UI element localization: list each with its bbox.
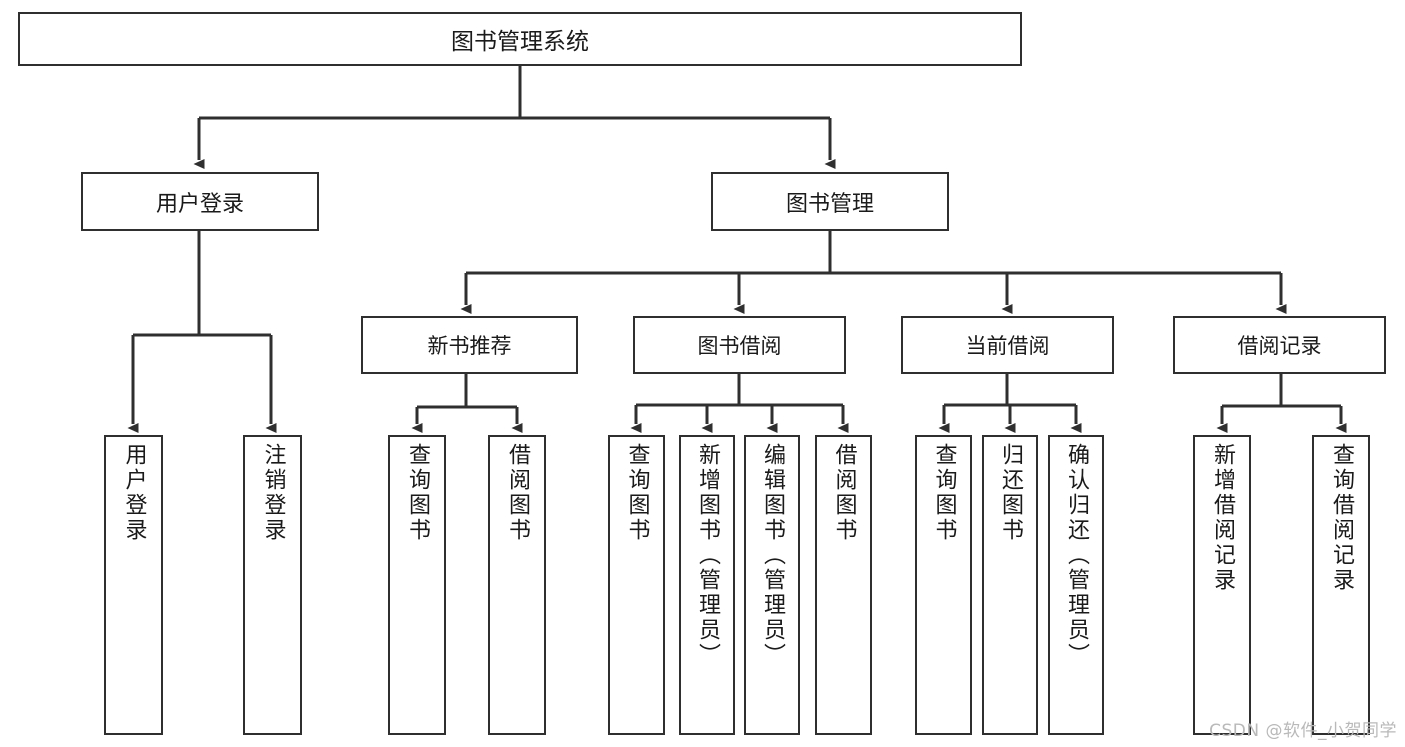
node-book-manage[interactable]: 图书管理: [711, 172, 949, 231]
leaf-user-login-label: 用户登录: [121, 443, 147, 543]
leaf-query-book-2[interactable]: 查询图书: [608, 435, 665, 735]
node-current-borrow[interactable]: 当前借阅: [901, 316, 1114, 374]
leaf-add-book-label: 新增图书（管理员）: [695, 443, 720, 668]
leaf-user-login[interactable]: 用户登录: [104, 435, 163, 735]
leaf-add-record-label: 新增借阅记录: [1210, 443, 1235, 593]
leaf-query-record-label: 查询借阅记录: [1329, 443, 1354, 593]
leaf-edit-book-label: 编辑图书（管理员）: [760, 443, 785, 668]
node-borrow-record[interactable]: 借阅记录: [1173, 316, 1386, 374]
leaf-edit-book[interactable]: 编辑图书（管理员）: [744, 435, 800, 735]
node-new-book-recommend[interactable]: 新书推荐: [361, 316, 578, 374]
leaf-query-book-2-label: 查询图书: [624, 443, 650, 543]
leaf-confirm-return-label: 确认归还（管理员）: [1064, 443, 1089, 668]
leaf-query-book-3[interactable]: 查询图书: [915, 435, 972, 735]
leaf-return-book-label: 归还图书: [998, 443, 1023, 543]
csdn-watermark: CSDN @软件_小贺同学: [1209, 721, 1397, 741]
leaf-add-record[interactable]: 新增借阅记录: [1193, 435, 1251, 735]
node-current-borrow-label: 当前借阅: [965, 334, 1050, 358]
leaf-borrow-book-2-label: 借阅图书: [831, 443, 857, 543]
leaf-logout[interactable]: 注销登录: [243, 435, 302, 735]
leaf-query-record[interactable]: 查询借阅记录: [1312, 435, 1370, 735]
node-user-login[interactable]: 用户登录: [81, 172, 319, 231]
node-book-manage-label: 图书管理: [785, 191, 874, 217]
leaf-borrow-book-2[interactable]: 借阅图书: [815, 435, 872, 735]
leaf-confirm-return[interactable]: 确认归还（管理员）: [1048, 435, 1104, 735]
node-book-borrow-label: 图书借阅: [697, 334, 782, 358]
leaf-query-book-3-label: 查询图书: [931, 443, 957, 543]
leaf-logout-label: 注销登录: [260, 443, 286, 543]
leaf-add-book[interactable]: 新增图书（管理员）: [679, 435, 735, 735]
leaf-query-book-1[interactable]: 查询图书: [388, 435, 446, 735]
node-root-label: 图书管理系统: [451, 29, 589, 55]
node-user-login-label: 用户登录: [155, 191, 244, 217]
leaf-borrow-book-1-label: 借阅图书: [505, 443, 530, 543]
node-borrow-record-label: 借阅记录: [1237, 334, 1322, 358]
leaf-query-book-1-label: 查询图书: [405, 443, 430, 543]
leaf-borrow-book-1[interactable]: 借阅图书: [488, 435, 546, 735]
leaf-return-book[interactable]: 归还图书: [982, 435, 1038, 735]
node-new-book-recommend-label: 新书推荐: [427, 334, 512, 358]
node-root[interactable]: 图书管理系统: [18, 12, 1022, 66]
node-book-borrow[interactable]: 图书借阅: [633, 316, 846, 374]
